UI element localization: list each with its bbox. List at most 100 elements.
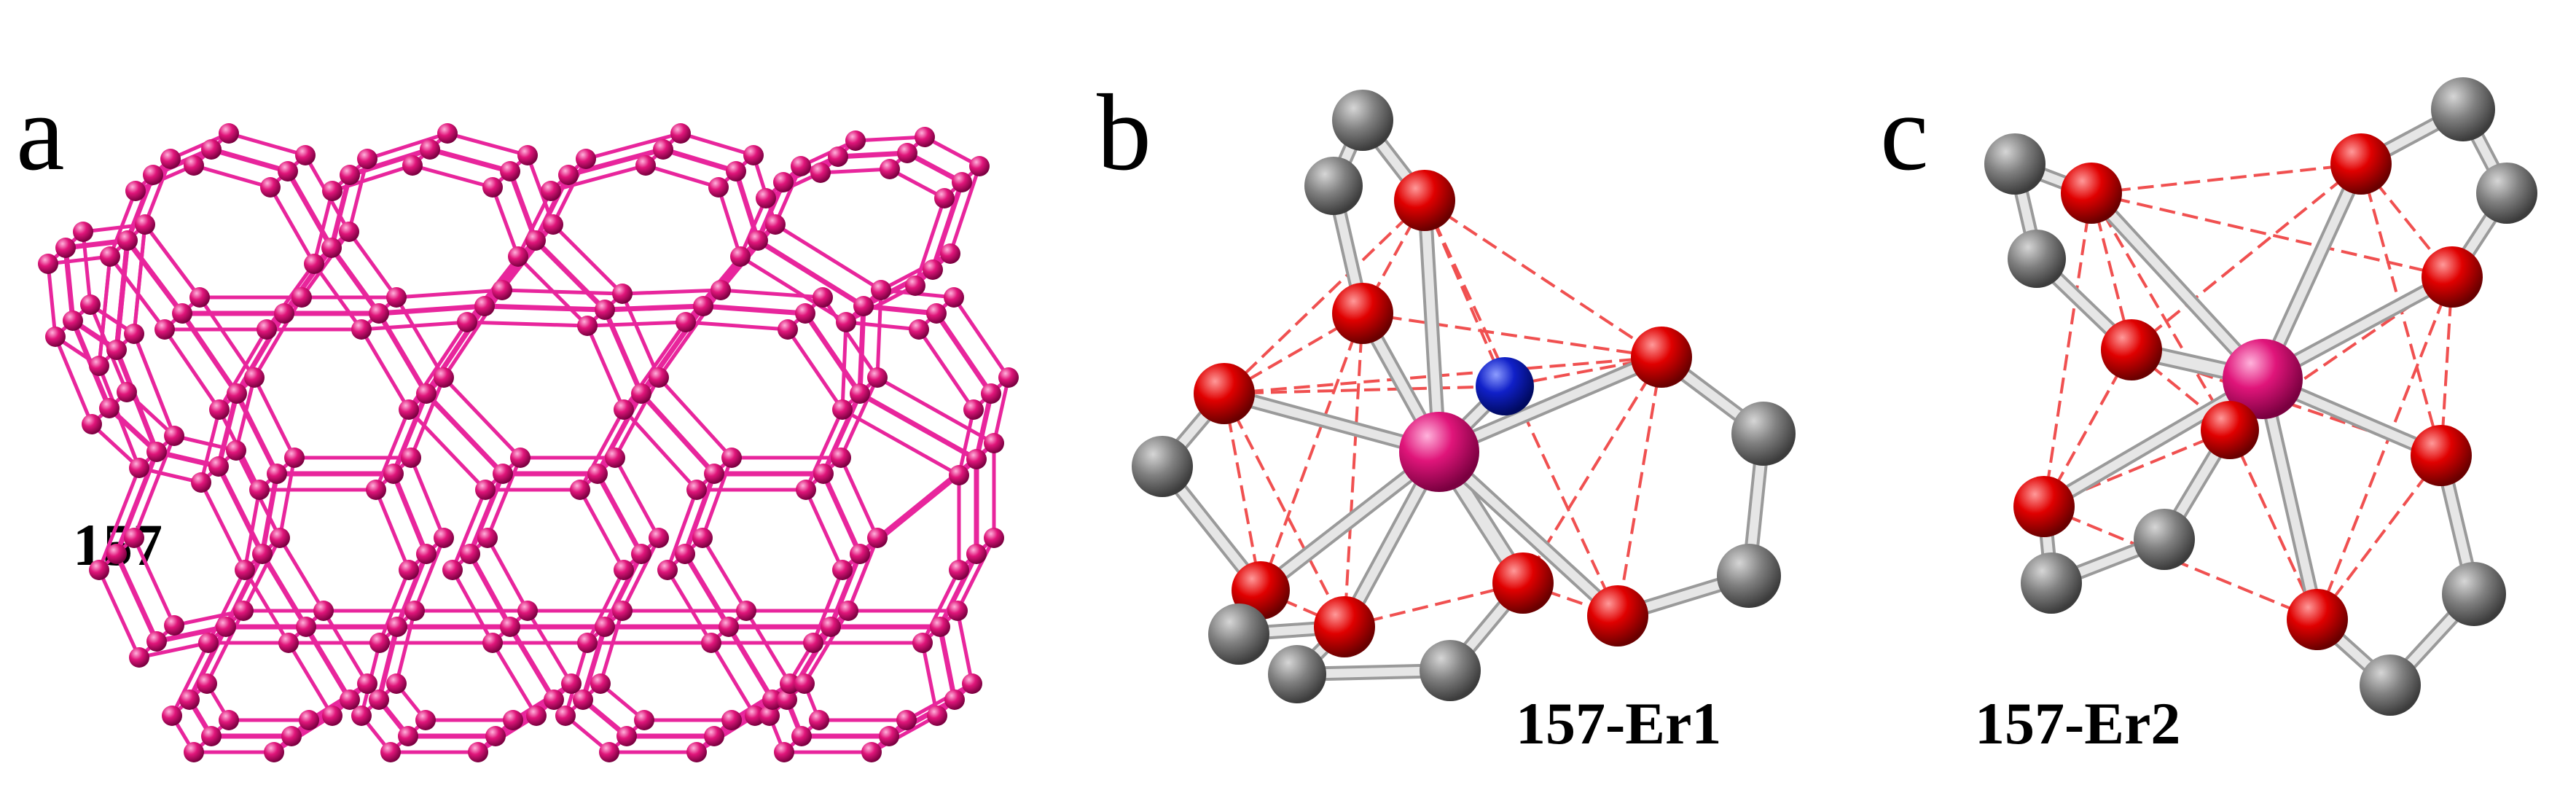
framework-atom bbox=[803, 633, 823, 653]
polyhedron-edge bbox=[2316, 276, 2454, 620]
carbon-atom bbox=[1731, 402, 1796, 466]
framework-atom bbox=[544, 690, 564, 710]
framework-atom bbox=[299, 710, 319, 730]
framework-atom bbox=[398, 726, 418, 746]
framework-atom bbox=[543, 214, 563, 235]
polyhedron-edge bbox=[1343, 313, 1364, 628]
framework-atom bbox=[810, 163, 831, 183]
framework-atom bbox=[590, 673, 611, 694]
framework-atom bbox=[686, 480, 707, 500]
framework-atom bbox=[676, 312, 696, 332]
panel-b-caption: 157-Er1 bbox=[1516, 690, 1721, 757]
carbon-atom bbox=[2008, 230, 2066, 288]
framework-atom bbox=[701, 633, 721, 653]
framework-atom bbox=[526, 706, 547, 726]
framework-atom bbox=[791, 726, 812, 746]
framework-ring bbox=[533, 147, 761, 313]
carbon-atom bbox=[2476, 163, 2537, 224]
carbon-atom bbox=[1268, 645, 1326, 703]
framework-atom bbox=[191, 472, 211, 493]
framework-atom bbox=[226, 440, 246, 461]
framework-atom bbox=[383, 464, 404, 484]
carbon-atom bbox=[1420, 640, 1481, 701]
framework-atom bbox=[828, 147, 848, 167]
framework-atom bbox=[117, 230, 138, 251]
framework-atom bbox=[966, 544, 987, 564]
framework-atom bbox=[351, 706, 372, 726]
framework-atom bbox=[930, 617, 950, 637]
framework-atom bbox=[595, 300, 615, 320]
framework-atom bbox=[416, 544, 436, 564]
framework-atom bbox=[634, 710, 654, 730]
framework-atom bbox=[517, 145, 538, 165]
framework-atom bbox=[100, 246, 120, 267]
framework-atom bbox=[926, 303, 947, 324]
framework-atom bbox=[434, 367, 454, 388]
framework-atom bbox=[649, 367, 669, 388]
framework-atom bbox=[867, 528, 888, 548]
framework-atom bbox=[653, 139, 673, 160]
framework-atom bbox=[160, 149, 181, 169]
framework-atom bbox=[963, 399, 984, 420]
framework-atom bbox=[125, 181, 146, 201]
framework-atom bbox=[179, 690, 200, 710]
framework-atom bbox=[940, 243, 960, 264]
er2-coordination-polyhedron bbox=[1984, 77, 2537, 716]
framework-atom bbox=[867, 367, 888, 388]
framework-atom bbox=[482, 633, 503, 653]
framework-atom bbox=[249, 480, 270, 500]
framework-atom bbox=[89, 356, 109, 376]
framework-atom bbox=[219, 710, 239, 730]
framework-atom bbox=[631, 383, 651, 404]
framework-atom bbox=[616, 726, 637, 746]
framework-atom bbox=[164, 615, 184, 636]
framework-atom bbox=[296, 617, 316, 637]
framework-atom bbox=[339, 222, 359, 242]
framework-atom bbox=[558, 165, 579, 185]
framework-atom bbox=[762, 690, 783, 710]
framework-atom bbox=[984, 528, 1004, 548]
framework-atom bbox=[850, 383, 870, 404]
framework-atom bbox=[278, 633, 299, 653]
framework-atom bbox=[614, 560, 634, 580]
framework-atom bbox=[434, 528, 454, 548]
polyhedron-edge bbox=[2043, 192, 2093, 507]
framework-atom bbox=[577, 316, 598, 336]
framework-atom bbox=[106, 340, 127, 360]
framework-atom bbox=[369, 303, 389, 324]
framework-atom bbox=[981, 383, 1001, 404]
framework-ring bbox=[840, 320, 976, 477]
framework-atom bbox=[587, 464, 608, 484]
framework-atom bbox=[366, 480, 386, 500]
framework-atom bbox=[73, 222, 93, 242]
framework-atom bbox=[154, 319, 175, 340]
framework-atom bbox=[778, 319, 798, 340]
panel-b-letter: b bbox=[1097, 72, 1151, 193]
framework-atom bbox=[340, 690, 360, 710]
framework-atom bbox=[475, 480, 496, 500]
framework-atom bbox=[304, 254, 324, 274]
framework-atom bbox=[357, 149, 377, 169]
framework-atom bbox=[252, 544, 273, 564]
framework-atom bbox=[743, 145, 764, 165]
framework-atom bbox=[949, 560, 969, 580]
framework-atom bbox=[759, 706, 780, 726]
framework-atom bbox=[809, 710, 829, 730]
framework-atom bbox=[468, 742, 488, 762]
framework-atom bbox=[162, 706, 182, 726]
panel-c-letter: c bbox=[1880, 72, 1929, 193]
bond-highlight bbox=[1435, 353, 1666, 456]
framework-atom bbox=[561, 673, 582, 694]
framework-atom bbox=[492, 280, 512, 300]
framework-atom bbox=[832, 560, 853, 580]
framework-atom bbox=[704, 464, 724, 484]
framework-atom bbox=[726, 161, 746, 181]
framework-atom bbox=[510, 448, 531, 468]
oxygen-atom bbox=[2101, 319, 2162, 380]
framework-atom bbox=[135, 214, 155, 235]
framework-atom bbox=[612, 284, 633, 304]
framework-atom bbox=[201, 726, 222, 746]
framework-atom bbox=[612, 601, 633, 621]
framework-atom bbox=[129, 458, 149, 478]
framework-atom bbox=[281, 726, 302, 746]
